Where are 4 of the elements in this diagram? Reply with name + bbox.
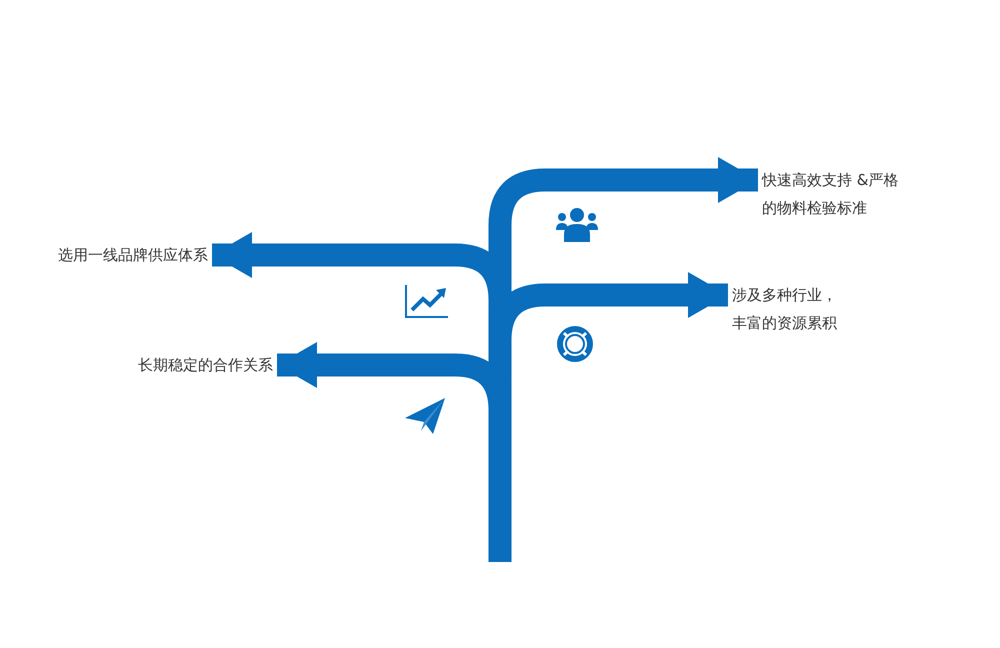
signpost-text: 选用一线品牌供应体系 [58, 241, 208, 269]
signpost-text: 快速高效支持 &严格的物料检验标准 [762, 166, 902, 222]
signpost-text: 涉及多种行业，丰富的资源累积 [732, 281, 840, 337]
signpost-text: 长期稳定的合作关系 [138, 351, 273, 379]
